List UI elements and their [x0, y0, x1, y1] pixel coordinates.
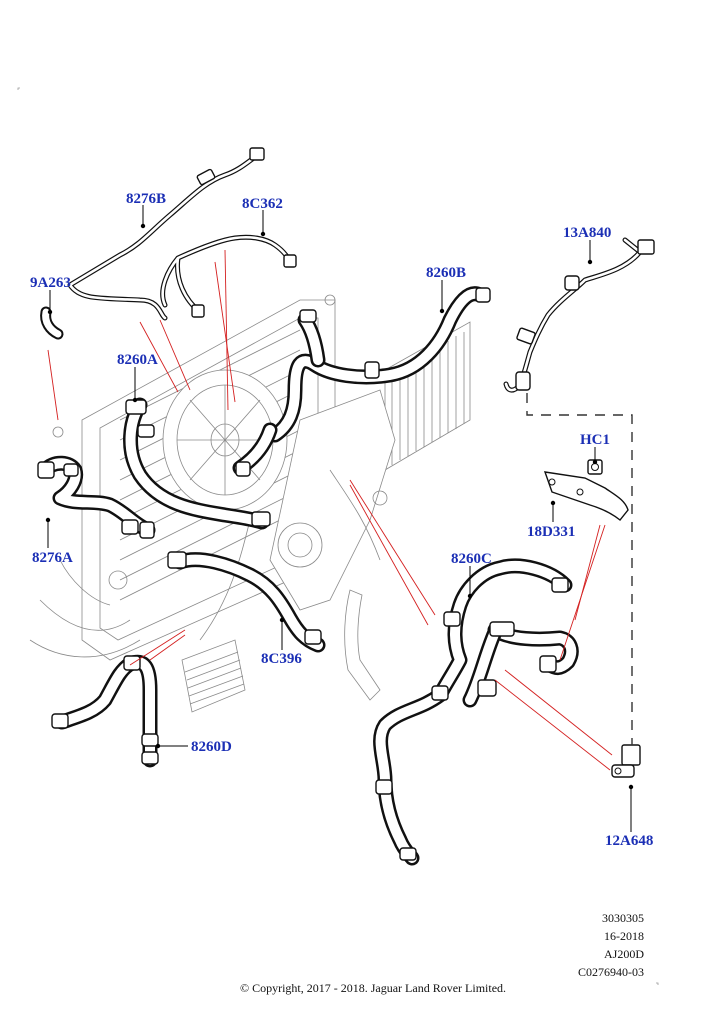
- bleed-pipe-8C362[interactable]: [160, 234, 297, 318]
- label-HC1[interactable]: HC1: [580, 432, 610, 448]
- reference-line-4: C0276940-03: [578, 965, 644, 979]
- reference-line-1: 3030305: [602, 911, 644, 925]
- label-8260A[interactable]: 8260A: [117, 352, 158, 368]
- label-9A263[interactable]: 9A263: [30, 275, 71, 291]
- label-8260C[interactable]: 8260C: [451, 551, 492, 567]
- label-8260B[interactable]: 8260B: [426, 265, 466, 281]
- reference-line-2: 16-2018: [604, 929, 644, 943]
- leader-lines: [45, 205, 634, 832]
- harness-dashed-line: [526, 393, 633, 745]
- bleed-pipe-8276B[interactable]: [67, 147, 265, 321]
- corner-mark: [17, 87, 20, 90]
- label-13A840[interactable]: 13A840: [563, 225, 611, 241]
- hose-8260B[interactable]: [267, 286, 491, 443]
- label-8C362[interactable]: 8C362: [242, 196, 283, 212]
- hose-9A263[interactable]: [40, 306, 64, 340]
- hose-8260C[interactable]: [373, 558, 579, 866]
- label-8C396[interactable]: 8C396: [261, 651, 302, 667]
- hose-8C396[interactable]: [167, 551, 326, 653]
- hose-8260D[interactable]: [51, 654, 159, 768]
- label-12A648[interactable]: 12A648: [605, 833, 653, 849]
- bolt-HC1[interactable]: [587, 459, 603, 475]
- label-18D331[interactable]: 18D331: [527, 524, 575, 540]
- label-8260D[interactable]: 8260D: [191, 739, 232, 755]
- hose-8260A[interactable]: [123, 397, 278, 530]
- part-labels: 8276B 8C362 9A263 13A840 8260B 8260A HC1…: [30, 191, 653, 849]
- pipe-13A840[interactable]: [503, 237, 655, 393]
- bracket-18D331[interactable]: [543, 471, 629, 521]
- reference-block: 3030305 16-2018 AJ200D C0276940-03: [578, 909, 644, 981]
- label-8276A[interactable]: 8276A: [32, 550, 73, 566]
- engine-background-art: [29, 294, 471, 713]
- reference-line-3: AJ200D: [603, 947, 644, 961]
- label-8276B[interactable]: 8276B: [126, 191, 166, 207]
- sensor-12A648[interactable]: [611, 744, 641, 778]
- red-callout-lines: [47, 249, 613, 771]
- hose-8276A[interactable]: [37, 455, 156, 539]
- copyright-notice: © Copyright, 2017 - 2018. Jaguar Land Ro…: [239, 981, 507, 995]
- corner-mark: [656, 982, 659, 985]
